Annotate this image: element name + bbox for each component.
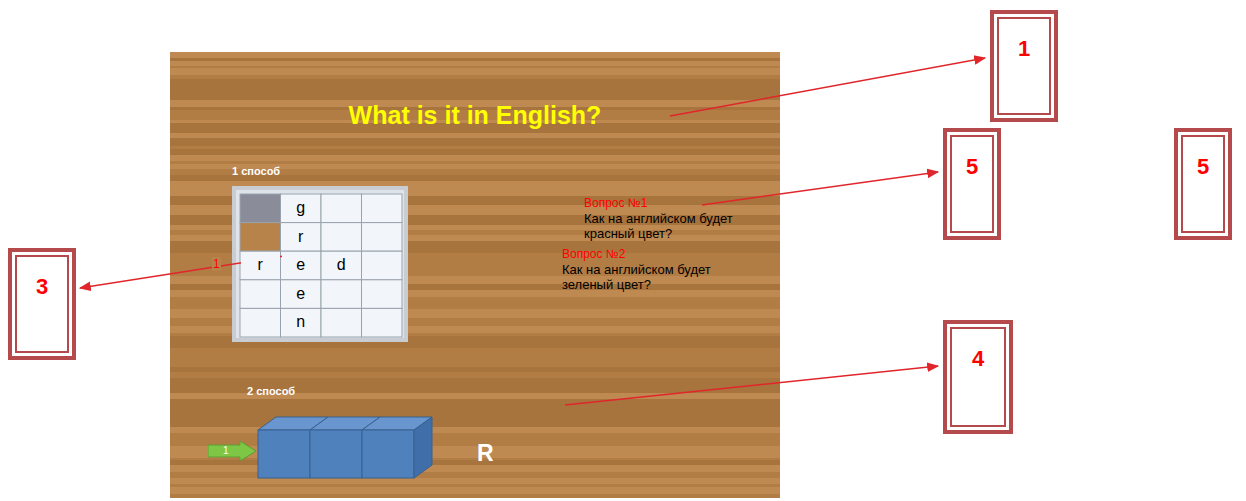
wood-stripe [170, 146, 780, 149]
wood-stripe [170, 422, 780, 427]
arrow-fill [208, 441, 256, 461]
grid-cell [281, 194, 322, 223]
wood-stripe [170, 92, 780, 100]
question-heading: Вопрос №2 [562, 247, 625, 261]
grid-cell [240, 223, 281, 252]
answer-letter: R [477, 440, 494, 466]
callout-box: 5 [943, 128, 1001, 240]
grid-cell [362, 308, 403, 337]
grid-cell [240, 308, 281, 337]
callout-number: 5 [1178, 154, 1228, 180]
wood-stripe [170, 403, 780, 412]
grid-cell [240, 194, 281, 223]
wood-stripe [170, 68, 780, 75]
leader-line [670, 58, 985, 116]
grid-cell [362, 194, 403, 223]
grid-letter: g [282, 195, 321, 222]
grid-cells [240, 194, 402, 337]
callout-number: 1 [994, 36, 1054, 62]
cube-front [258, 430, 310, 478]
arrow-shape: 1 [208, 441, 256, 461]
wood-stripe [170, 367, 780, 370]
wood-stripe [170, 346, 780, 348]
clue-number: 1 [212, 257, 221, 271]
grid-letter: e [282, 281, 321, 308]
grid-cell [240, 280, 281, 309]
grid-cell [240, 251, 281, 280]
leader-line [565, 366, 938, 405]
wood-grain [170, 52, 780, 498]
wood-stripe [170, 79, 780, 86]
grid-letter: n [282, 309, 321, 336]
question-heading: Вопрос №1 [584, 196, 647, 210]
wood-stripe [170, 161, 780, 164]
wood-stripe [170, 487, 780, 494]
question-text: Как на английском будет зеленый цвет? [562, 262, 737, 292]
wood-stripe [170, 155, 780, 161]
grid-cell [321, 280, 362, 309]
wood-stripe [170, 149, 780, 155]
wood-stripe [170, 412, 780, 415]
callout-number: 5 [947, 154, 997, 180]
callout-number: 4 [947, 346, 1009, 372]
grid-cell [281, 308, 322, 337]
wood-stripe [170, 58, 780, 61]
wood-stripe [170, 494, 780, 498]
arrow-outline [208, 441, 256, 461]
wood-stripe [170, 52, 780, 58]
wood-stripe [170, 61, 780, 66]
wood-stripe [170, 372, 780, 378]
grid-cell [281, 223, 322, 252]
wood-stripe [170, 133, 780, 138]
callout-box: 5 [1174, 128, 1232, 240]
grid-cell [321, 194, 362, 223]
callout-box: 4 [943, 320, 1013, 434]
grid-letter: e [282, 252, 321, 279]
step-number: 1 [208, 441, 256, 461]
wood-stripe [170, 397, 780, 399]
question-text: Как на английском будет красный цвет? [584, 211, 744, 241]
slide-title: What is it in English? [170, 100, 780, 130]
wood-stripe [170, 478, 780, 484]
leader-line [702, 172, 938, 205]
wood-stripe [170, 348, 780, 356]
wood-stripe [170, 399, 780, 403]
wood-stripe [170, 484, 780, 487]
wood-stripe [170, 86, 780, 92]
callout-number: 3 [12, 274, 72, 300]
cube-front [310, 430, 362, 478]
grid-cell [321, 308, 362, 337]
cube-side [414, 417, 432, 478]
callout-box: 3 [8, 248, 76, 360]
grid-cell [321, 223, 362, 252]
wood-stripe [170, 356, 780, 363]
method-label: 1 способ [232, 165, 280, 178]
method-label: 2 способ [247, 385, 295, 398]
wood-slide [170, 52, 780, 498]
cube-front [362, 430, 414, 478]
wood-stripe [170, 138, 780, 146]
grid-letter: r [241, 252, 280, 279]
grid-cell [321, 251, 362, 280]
wood-stripe [170, 363, 780, 367]
grid-cell [281, 251, 322, 280]
wood-stripe [170, 75, 780, 79]
callout-box: 1 [990, 10, 1058, 122]
grid-cell [362, 251, 403, 280]
wood-stripe [170, 66, 780, 68]
grid-cell [362, 280, 403, 309]
wood-stripe [170, 415, 780, 422]
grid-frame [234, 188, 406, 340]
wood-stripe [170, 370, 780, 372]
grid-cell [362, 223, 403, 252]
grid-cell [281, 280, 322, 309]
grid-letter: r [282, 224, 321, 251]
grid-letter: d [322, 252, 361, 279]
